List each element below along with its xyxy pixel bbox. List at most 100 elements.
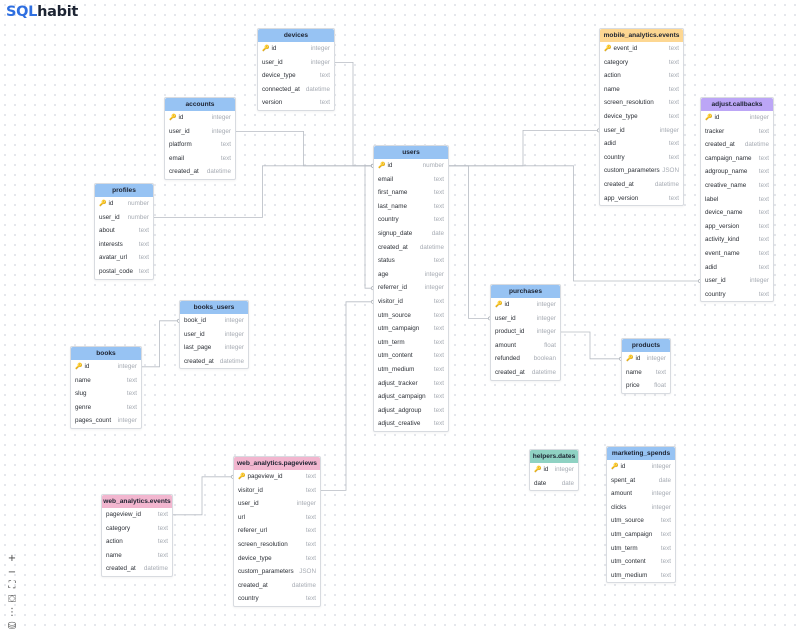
table-title[interactable]: products bbox=[622, 339, 670, 352]
table-title[interactable]: books_users bbox=[180, 301, 248, 314]
table-title[interactable]: profiles bbox=[95, 184, 153, 197]
table-title[interactable]: helpers.dates bbox=[530, 450, 578, 463]
table-title[interactable]: web_analytics.pageviews bbox=[234, 457, 320, 470]
fit-view-button[interactable]: ⛶ bbox=[8, 580, 16, 591]
table-title[interactable]: users bbox=[374, 146, 448, 159]
app-logo[interactable]: SQLhabit bbox=[6, 4, 78, 20]
table-title[interactable]: devices bbox=[258, 29, 334, 42]
database-icon[interactable]: ⛁ bbox=[7, 620, 17, 632]
table-title[interactable]: web_analytics.events bbox=[102, 495, 172, 508]
table-title[interactable]: mobile_analytics.events bbox=[600, 29, 683, 42]
zoom-out-button[interactable]: − bbox=[7, 566, 17, 578]
table-title[interactable]: marketing_spends bbox=[607, 447, 675, 460]
auto-layout-button[interactable]: ⛋ bbox=[8, 593, 16, 605]
